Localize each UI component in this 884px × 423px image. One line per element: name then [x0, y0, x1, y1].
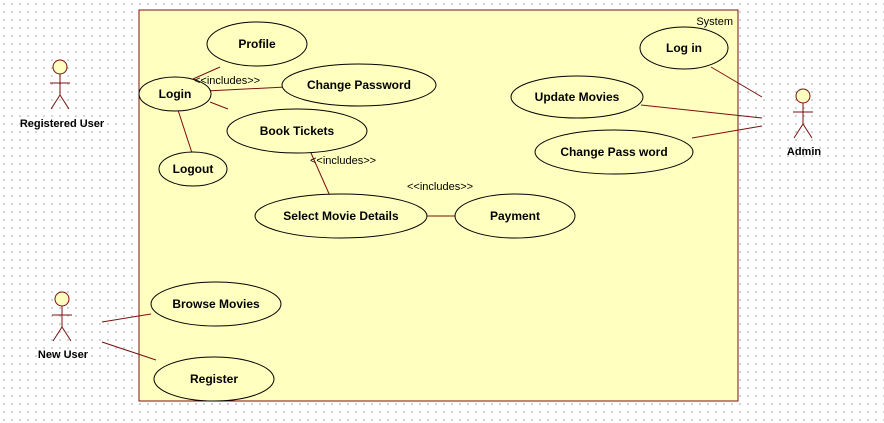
use-case-book-tickets[interactable]: Book Tickets: [226, 108, 368, 154]
use-case-logout[interactable]: Logout: [158, 151, 228, 187]
stereotype-login-includes: <<includes>>: [194, 75, 260, 87]
link-login-change-password: [205, 86, 287, 92]
use-case-logout-label: Logout: [173, 162, 214, 176]
stick-figure-icon: [52, 291, 72, 342]
use-case-book-tickets-label: Book Tickets: [260, 124, 335, 138]
link-login-logout: [177, 109, 193, 154]
use-case-change-password-label: Change Password: [307, 78, 411, 92]
use-case-profile-label: Profile: [238, 37, 276, 51]
link-login-profile: [192, 66, 221, 80]
stick-figure-icon: [793, 88, 813, 139]
use-case-select-movie-details[interactable]: Select Movie Details: [254, 193, 428, 239]
use-case-change-password[interactable]: Change Password: [281, 63, 437, 107]
actor-admin-label: Admin: [787, 146, 822, 158]
link-new-user-register: [101, 341, 157, 361]
actor-new-user-label: New User: [38, 349, 89, 361]
use-case-change-pass-word[interactable]: Change Pass word: [534, 129, 694, 175]
use-case-change-pass-word-label: Change Pass word: [560, 145, 667, 159]
use-case-login[interactable]: Login: [138, 76, 212, 112]
use-case-register-label: Register: [190, 372, 238, 386]
use-case-log-in-label: Log in: [666, 41, 702, 55]
system-boundary[interactable]: [138, 9, 739, 402]
use-case-browse-movies[interactable]: Browse Movies: [150, 281, 282, 327]
use-case-payment[interactable]: Payment: [454, 193, 576, 239]
use-case-select-movie-details-label: Select Movie Details: [283, 209, 399, 223]
stick-figure-icon: [50, 59, 70, 110]
link-book-tickets-select-movie: [310, 152, 331, 197]
use-case-register[interactable]: Register: [153, 356, 275, 402]
use-case-log-in[interactable]: Log in: [639, 26, 729, 70]
use-case-profile[interactable]: Profile: [206, 21, 308, 67]
actor-new-user[interactable]: New User: [38, 291, 89, 361]
use-case-login-label: Login: [159, 87, 192, 101]
actor-registered-user[interactable]: Registered User: [20, 59, 105, 130]
system-label: System: [696, 16, 733, 28]
actor-registered-user-label: Registered User: [20, 118, 105, 130]
link-admin-log-in: [710, 66, 763, 98]
use-case-update-movies-label: Update Movies: [535, 90, 620, 104]
stereotype-book-includes: <<includes>>: [310, 155, 376, 167]
use-case-update-movies[interactable]: Update Movies: [510, 75, 644, 119]
stereotype-select-includes: <<includes>>: [407, 181, 473, 193]
link-new-user-browse-movies: [101, 313, 152, 323]
use-case-browse-movies-label: Browse Movies: [172, 297, 260, 311]
actor-admin[interactable]: Admin: [787, 88, 822, 158]
link-login-book-tickets: [209, 101, 229, 110]
use-case-payment-label: Payment: [490, 209, 540, 223]
link-admin-update-movies: [640, 104, 763, 119]
link-admin-change-pass-word: [691, 125, 763, 139]
